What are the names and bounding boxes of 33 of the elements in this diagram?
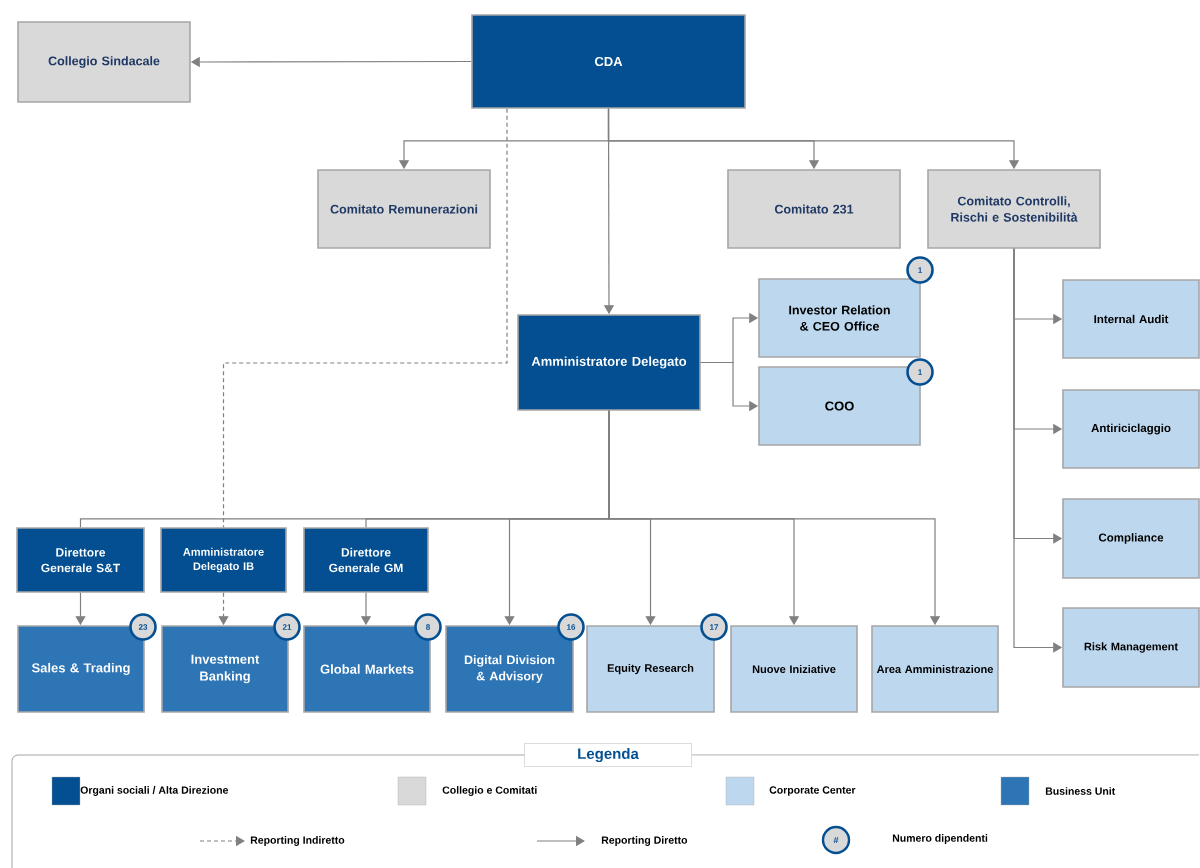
count-badge: 1 <box>906 358 934 386</box>
legend-title: Legenda <box>524 743 692 767</box>
count-badge: 1 <box>906 256 934 284</box>
badge-sample: # <box>821 825 851 855</box>
org-box: Direttore Generale S&T <box>16 527 145 593</box>
legend-text: Numero dipendenti <box>892 834 988 844</box>
legend-text: Business Unit <box>1045 787 1116 795</box>
org-box: Comitato 231 <box>727 169 901 249</box>
legend-text: Reporting Indiretto <box>250 836 345 846</box>
org-box: Compliance <box>1062 498 1200 579</box>
org-box: Direttore Generale GM <box>303 527 429 593</box>
count-badge: 17 <box>700 613 728 641</box>
org-box: Amministratore Delegato <box>517 314 701 411</box>
org-box: Antiriciclaggio <box>1062 389 1200 469</box>
org-box: Collegio Sindacale <box>17 21 191 103</box>
org-box: Internal Audit <box>1062 279 1200 359</box>
legend-text: Corporate Center <box>769 786 856 796</box>
org-box: Area Amministrazione <box>871 625 999 713</box>
count-badge: 23 <box>129 613 157 641</box>
org-box: Comitato Remunerazioni <box>317 169 491 249</box>
legend-text: Collegio e Comitati <box>442 786 537 796</box>
org-box: Nuove Iniziative <box>730 625 858 713</box>
count-badge: 8 <box>414 613 442 641</box>
legend-text: Reporting Diretto <box>601 836 688 846</box>
org-box: CDA <box>471 14 746 109</box>
org-box: Investor Relation & CEO Office <box>758 278 921 358</box>
count-badge: 16 <box>557 613 585 641</box>
legend-text: Organi sociali / Alta Direzione <box>80 786 229 796</box>
org-box: Amministratore Delegato IB <box>160 527 287 593</box>
org-box: Comitato Controlli, Rischi e Sostenibilità <box>927 169 1101 249</box>
count-badge: 21 <box>273 613 301 641</box>
org-box: Risk Management <box>1062 607 1200 688</box>
connector <box>222 108 508 528</box>
